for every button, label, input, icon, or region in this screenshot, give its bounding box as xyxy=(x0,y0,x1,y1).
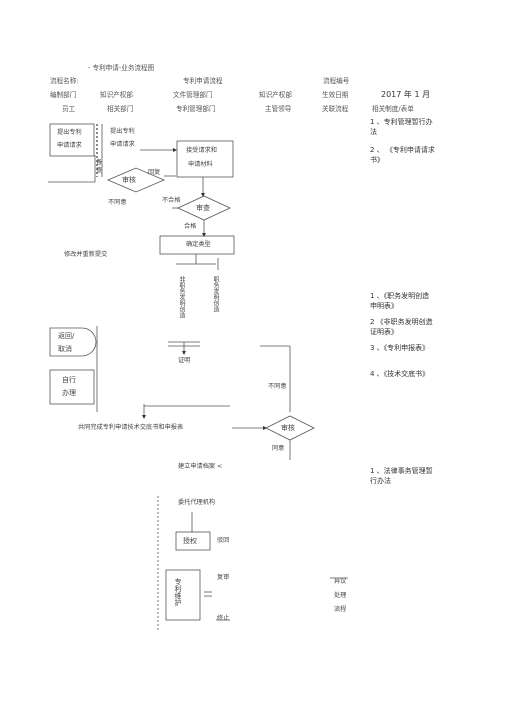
review1-label: 审核 xyxy=(122,176,136,184)
dept-value: 知识产权部 xyxy=(100,91,133,99)
self-handle-box xyxy=(49,369,95,405)
pass-label: 合格 xyxy=(184,223,197,230)
objection-label: 流程 xyxy=(334,606,347,613)
review2-label: 审查 xyxy=(196,204,210,212)
authorize-box xyxy=(175,531,211,551)
submit-apply-mid: 提出专利 xyxy=(110,128,135,135)
effective-date-label: 生效日期 xyxy=(322,91,349,99)
agree-label: 同意 xyxy=(272,445,285,452)
col-related-flow: 关联流程 xyxy=(322,105,349,113)
file-dept-value: 知识产权部 xyxy=(259,91,292,99)
page-title: - 专利申请-业务流程图 xyxy=(88,64,155,72)
reexam-label: 复审 xyxy=(217,574,230,581)
objection-label: 处理 xyxy=(334,592,347,599)
decide-label: 确定类型 xyxy=(186,241,211,248)
authorize-label: 授权 xyxy=(183,537,197,545)
abandon-text: 返回/ xyxy=(58,332,75,340)
file-dept-label: 文件管理部门 xyxy=(173,91,213,99)
maintain-label: 专利维护 xyxy=(174,578,182,606)
revise-label: 修改并重新提交 xyxy=(64,251,108,258)
submit-apply-box-left xyxy=(49,123,95,157)
self-handle-text: 办理 xyxy=(62,389,76,397)
forms-item: 1 、法律事务管理暂行办法 xyxy=(370,467,433,485)
forms-item: 2 《非职务发明创造证明表》 xyxy=(370,318,433,336)
forms-item: 2 、 《专利申请请求 书》 xyxy=(370,146,435,164)
reject-result-label: 驳回 xyxy=(217,537,230,544)
service-label: 职务发明创造 xyxy=(212,276,219,312)
receive-box xyxy=(176,140,234,178)
effective-date-value: 2017 年 1 月 xyxy=(381,90,431,99)
submit-apply-left: 申请请求 xyxy=(57,142,82,149)
agency-label: 委托代理机构 xyxy=(178,499,216,506)
col-related-dept: 相关部门 xyxy=(107,105,134,113)
abandon-text: 取消 xyxy=(58,345,72,353)
forms-item: 4 、《技术交底书》 xyxy=(370,370,430,378)
col-employee: 员工 xyxy=(62,105,76,113)
objection-label: 异议 xyxy=(334,578,347,585)
review2-diamond xyxy=(177,195,231,221)
col-patent-dept: 专利管理部门 xyxy=(176,105,216,113)
archive-label: 建立申请档案 < xyxy=(178,463,223,470)
flow-name-value: 专利申请流程 xyxy=(183,77,223,85)
forms-item: 1 、专利管理暂行办法 xyxy=(370,118,433,136)
reject2-label: 不同意 xyxy=(268,383,287,390)
receive-text: 接受请求和 xyxy=(186,147,217,154)
review3-diamond xyxy=(265,415,315,441)
dept-label: 编制部门 xyxy=(50,91,77,99)
col-supervisor: 主管领导 xyxy=(265,105,292,113)
flow-number-label: 流程编号 xyxy=(323,77,350,85)
flow-name-label: 流程名称: xyxy=(50,77,79,85)
forms-item: 1 、《职务发明创造 申明表》 xyxy=(370,292,430,310)
return-label: 回复 xyxy=(148,169,161,176)
maintain-box xyxy=(165,569,201,621)
decide-box xyxy=(159,235,235,255)
nonservice-label: 非职务发明创造 xyxy=(178,276,185,318)
submit-apply-mid: 申请请求 xyxy=(110,141,135,148)
draft-mark2: 查 xyxy=(96,167,103,174)
receive-text: 申请材料 xyxy=(188,161,213,168)
review1-diamond xyxy=(106,167,166,193)
complete-label: 共同完成专利申请技术交底书和申报表 xyxy=(78,424,184,431)
draft-mark: 备 xyxy=(96,159,103,166)
col-forms: 相关制度/表单 xyxy=(372,105,414,113)
self-handle-text: 自行 xyxy=(62,376,76,384)
fail-label: 不合格 xyxy=(162,197,181,204)
submit-apply-left: 提出专利 xyxy=(57,129,82,136)
abandon-shape xyxy=(49,327,97,357)
reject1-label: 不同意 xyxy=(108,199,127,206)
forms-item: 3 、《专利申报表》 xyxy=(370,344,430,352)
stop-label: 终止 xyxy=(217,615,230,622)
review3-label: 审核 xyxy=(281,424,295,432)
prove-label: 证明 xyxy=(178,357,191,364)
